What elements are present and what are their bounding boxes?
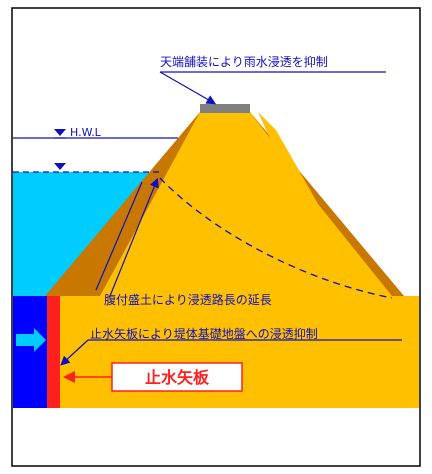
berm-fill	[258, 112, 392, 296]
hwl-marker-icon	[54, 129, 66, 136]
sheet-pile-label-box	[111, 362, 243, 392]
crest-leader	[159, 71, 217, 105]
hwl-label: H.W.L	[70, 126, 102, 139]
water-level-marker-icon	[54, 163, 66, 170]
embankment-core	[100, 112, 358, 296]
sheet-pile-effect-label: 止水矢板により堤体基礎地盤への浸透抑制	[90, 326, 318, 341]
crest-paving	[200, 104, 250, 113]
seepage-line	[159, 177, 393, 299]
berm-leader-a	[109, 177, 159, 297]
blue-band	[13, 296, 47, 408]
sheet-pile-effect-leader	[60, 339, 89, 366]
sheet-pile-label: 止水矢板	[145, 368, 210, 387]
river-water	[13, 172, 160, 296]
berm-leader-b	[95, 181, 143, 291]
sheet-pile	[47, 296, 60, 408]
berm-label: 腹付盛土により浸透路長の延長	[104, 292, 272, 307]
seepage-arrow-icon	[16, 328, 46, 352]
crest-paving-label: 天端舗装により雨水浸透を抑制	[160, 54, 328, 69]
